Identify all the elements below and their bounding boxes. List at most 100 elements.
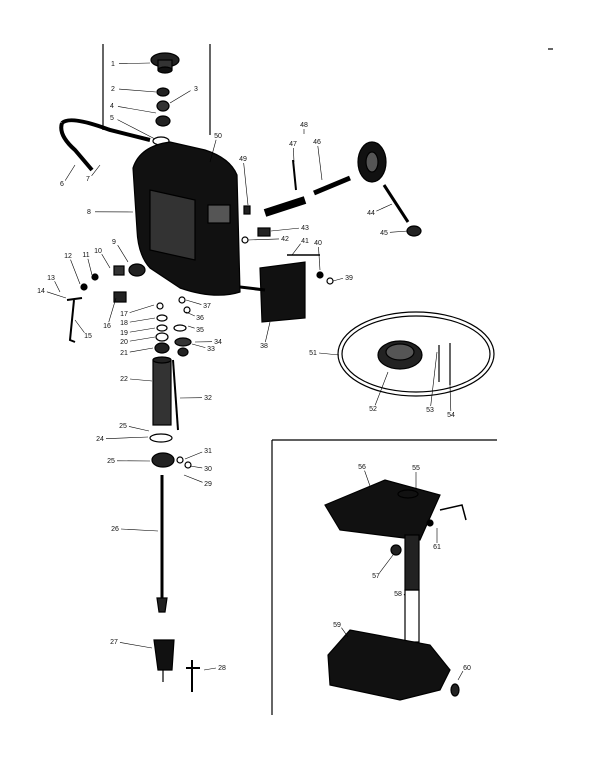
table-assembly	[337, 311, 495, 397]
leader-line	[101, 253, 111, 269]
part-callout-17: 17	[120, 311, 128, 318]
leader-line	[449, 384, 452, 412]
part-callout-33: 33	[207, 346, 215, 353]
leader-line	[118, 62, 151, 64]
part-callout-20: 20	[120, 339, 128, 346]
part-callout-12: 12	[64, 253, 72, 260]
base-assembly-inset	[324, 479, 467, 701]
leader-line	[203, 667, 217, 671]
leader-line	[191, 343, 206, 348]
part-callout-1: 1	[111, 61, 115, 68]
part-callout-28: 28	[218, 665, 226, 672]
part-callout-41: 41	[301, 238, 309, 245]
leader-line	[91, 164, 101, 176]
part-callout-48: 48	[300, 122, 308, 129]
drill-chuck	[153, 639, 175, 671]
part-callout-53: 53	[426, 407, 434, 414]
leader-line	[169, 90, 191, 104]
leader-line	[129, 378, 153, 382]
leader-line	[183, 474, 203, 483]
head-casting	[132, 141, 241, 296]
leader-line	[105, 436, 149, 439]
leader-line	[389, 230, 409, 233]
leader-line	[129, 347, 154, 353]
pulley-cap	[150, 52, 180, 74]
leader-line	[430, 351, 438, 407]
part-callout-13: 13	[47, 275, 55, 282]
part-callout-44: 44	[367, 210, 375, 217]
part-callout-57: 57	[372, 573, 380, 580]
part-callout-55: 55	[412, 465, 420, 472]
part-callout-21: 21	[120, 350, 128, 357]
part-callout-22: 22	[120, 376, 128, 383]
leader-line	[185, 299, 202, 305]
part-callout-37: 37	[203, 303, 211, 310]
part-callout-3: 3	[194, 86, 198, 93]
leader-line	[117, 106, 157, 114]
part-callout-19: 19	[120, 330, 128, 337]
leader-line	[129, 327, 156, 333]
part-callout-15: 15	[84, 333, 92, 340]
part-callout-42: 42	[281, 236, 289, 243]
leader-line	[403, 593, 406, 597]
leader-line	[129, 336, 156, 342]
part-callout-47: 47	[289, 141, 297, 148]
leader-line	[129, 304, 155, 313]
part-callout-29: 29	[204, 481, 212, 488]
part-callout-2: 2	[111, 86, 115, 93]
part-callout-43: 43	[301, 225, 309, 232]
motor-mount-plate	[239, 261, 306, 323]
leader-line	[318, 352, 340, 356]
part-callout-50: 50	[214, 133, 222, 140]
leader-line	[247, 238, 280, 241]
part-callout-10: 10	[94, 248, 102, 255]
part-callout-14: 14	[37, 288, 45, 295]
part-callout-11: 11	[82, 252, 89, 259]
leader-line	[318, 246, 321, 271]
leader-line	[270, 227, 300, 232]
leader-line	[189, 465, 203, 469]
leader-line	[74, 319, 85, 333]
quill-tube	[152, 359, 172, 426]
part-callout-16: 16	[103, 323, 111, 330]
part-callout-58: 58	[394, 591, 402, 598]
leader-line	[209, 139, 217, 163]
part-callout-31: 31	[204, 448, 212, 455]
part-callout-30: 30	[204, 466, 212, 473]
part-callout-35: 35	[196, 327, 204, 334]
leader-line	[243, 162, 249, 206]
part-callout-54: 54	[447, 412, 455, 419]
part-callout-36: 36	[196, 315, 204, 322]
leader-line	[64, 164, 76, 181]
leader-line	[117, 119, 156, 140]
leader-line	[187, 325, 195, 329]
leader-line	[128, 426, 150, 432]
part-callout-34: 34	[214, 339, 222, 346]
leader-line	[118, 88, 157, 93]
part-callout-8: 8	[87, 209, 91, 216]
leader-line	[184, 451, 203, 460]
leader-line	[54, 281, 61, 293]
part-callout-7: 7	[86, 176, 90, 183]
part-callout-39: 39	[345, 275, 353, 282]
part-callout-46: 46	[313, 139, 321, 146]
drive-belt	[59, 118, 151, 172]
diagram-artwork	[59, 44, 553, 715]
leader-line	[129, 317, 156, 323]
leader-line	[120, 528, 159, 532]
leader-line	[317, 145, 323, 181]
part-callout-9: 9	[112, 239, 116, 246]
leader-line	[46, 291, 67, 299]
part-callout-61: 61	[433, 544, 441, 551]
leader-line	[293, 147, 295, 163]
leader-line	[265, 321, 271, 343]
part-callout-5: 5	[110, 115, 114, 122]
motor-pulley	[357, 141, 387, 183]
leader-line	[364, 470, 371, 487]
part-callout-59: 59	[333, 622, 341, 629]
leader-line	[374, 371, 389, 406]
part-callout-45: 45	[380, 230, 388, 237]
part-callout-32: 32	[204, 395, 212, 402]
leader-line	[108, 297, 117, 323]
